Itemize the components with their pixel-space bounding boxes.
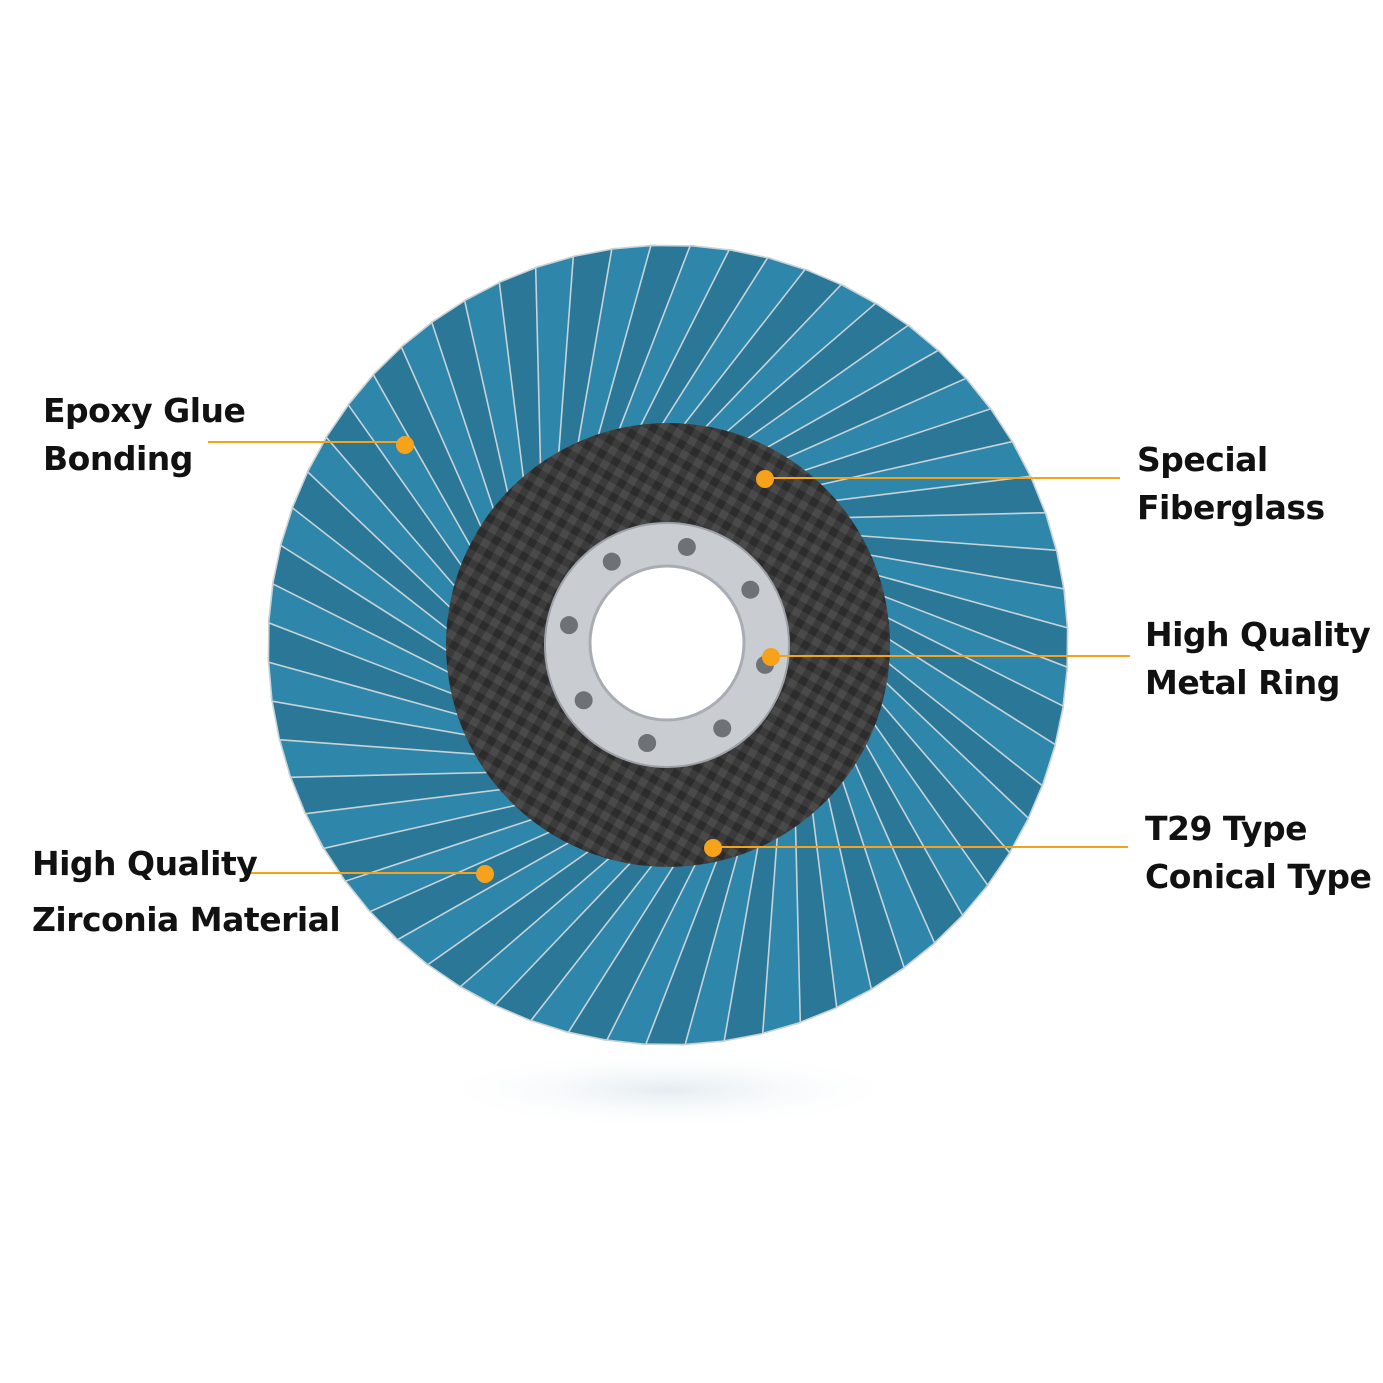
callout-leaders [208, 436, 1130, 883]
callout-line: Epoxy Glue [43, 391, 246, 430]
arbor-hole [588, 564, 746, 722]
ring-hole [574, 691, 593, 710]
callout-special-fiberglass: Special Fiberglass [1137, 436, 1325, 532]
zirconia-flaps [267, 244, 1069, 1046]
leader-dot [476, 865, 494, 883]
callout-line: Special [1137, 440, 1268, 479]
leader-dot [762, 648, 780, 666]
callout-line: High Quality [32, 844, 258, 883]
callout-epoxy-glue-bonding: Epoxy Glue Bonding [43, 387, 246, 483]
callout-conical-type: T29 Type Conical Type [1145, 805, 1372, 901]
ring-hole [559, 616, 578, 635]
callout-zirconia-material: High Quality Zirconia Material [32, 836, 341, 948]
ring-hole [638, 734, 657, 753]
ring-hole [677, 537, 696, 556]
callout-metal-ring: High Quality Metal Ring [1145, 611, 1371, 707]
leader-dot [704, 839, 722, 857]
ring-hole [741, 580, 760, 599]
leader-dot [396, 436, 414, 454]
reflection [428, 1050, 908, 1130]
callout-line: High Quality [1145, 615, 1371, 654]
callout-line: Bonding [43, 439, 193, 478]
callout-line: Zirconia Material [32, 900, 341, 939]
ring-hole [602, 552, 621, 571]
callout-line: Fiberglass [1137, 488, 1325, 527]
callout-line: Metal Ring [1145, 663, 1340, 702]
callout-line: T29 Type [1145, 809, 1308, 848]
leader-dot [756, 470, 774, 488]
ring-hole [713, 719, 732, 738]
callout-line: Conical Type [1145, 857, 1372, 896]
